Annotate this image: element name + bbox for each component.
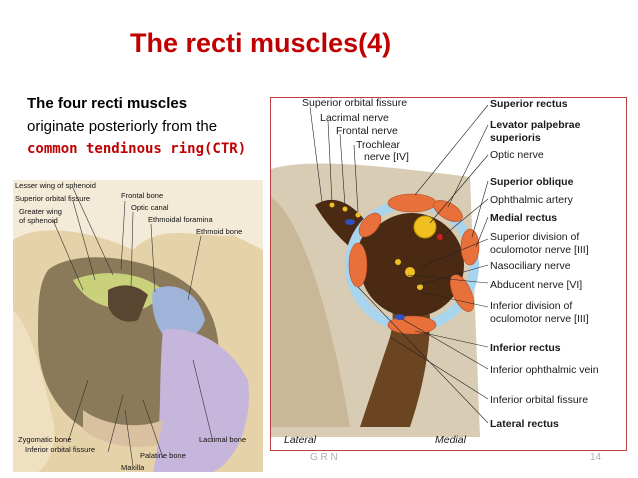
orbit-label-superior-oblique: Superior oblique [490, 176, 574, 188]
orbit-label-frontal-nerve: Frontal nerve [336, 125, 398, 137]
orbit-label-medial-side: Medial [435, 434, 467, 446]
orbit-label-superior-orbital-fissure: Superior orbital fissure [302, 97, 407, 109]
label-optic-canal: Optic canal [131, 203, 169, 212]
trochlear-nerve-dot [356, 213, 361, 218]
skull-orbit-diagram: Lesser wing of sphenoid Superior orbital… [13, 180, 263, 472]
inferior-ophthalmic-vein [395, 314, 405, 320]
orbit-label-sup-division-1: Superior division of [490, 231, 579, 243]
orbit-label-lateral-side: Lateral [284, 434, 317, 446]
label-palatine-bone: Palatine bone [140, 451, 186, 460]
label-maxilla: Maxilla [121, 463, 145, 472]
label-superior-orbital-fissure: Superior orbital fissure [15, 194, 90, 203]
label-ethmoidal-foramina: Ethmoidal foramina [148, 215, 213, 224]
orbit-label-lateral-rectus: Lateral rectus [490, 418, 559, 430]
label-lacrimal-bone: Lacrimal bone [199, 435, 246, 444]
orbit-label-ophthalmic-artery: Ophthalmic artery [490, 194, 574, 206]
orbit-label-inferior-ophthalmic-vein: Inferior ophthalmic vein [490, 364, 599, 376]
footer-page-number: 14 [590, 452, 601, 463]
footer-author: G R N [310, 452, 338, 463]
orbit-label-trochlear-2: nerve [IV] [364, 151, 409, 163]
orbit-label-lacrimal-nerve: Lacrimal nerve [320, 112, 389, 124]
orbit-label-levator-2: superioris [490, 132, 541, 144]
orbit-label-inferior-rectus: Inferior rectus [490, 342, 561, 354]
label-greater-wing-1: Greater wing [19, 207, 62, 216]
label-zygomatic-bone: Zygomatic bone [18, 435, 71, 444]
frontal-nerve-dot [343, 207, 348, 212]
orbit-label-levator-1: Levator palpebrae [490, 119, 581, 131]
orbit-label-inferior-orbital-fissure: Inferior orbital fissure [490, 394, 588, 406]
intro-line-1: The four recti muscles [27, 92, 246, 115]
lateral-rectus-muscle [349, 243, 367, 287]
orbit-label-superior-rectus: Superior rectus [490, 98, 568, 110]
label-greater-wing-2: of sphenoid [19, 216, 58, 225]
nerve-dot-3 [417, 284, 423, 290]
orbit-label-trochlear-1: Trochlear [356, 139, 400, 151]
optic-nerve-circle [414, 216, 436, 238]
intro-line-3-highlight: common tendinous ring(CTR) [27, 138, 246, 161]
orbit-apex-diagram: Superior orbital fissure Lacrimal nerve … [270, 97, 627, 451]
orbit-label-sup-division-2: oculomotor nerve [III] [490, 244, 589, 256]
label-ethmoid-bone: Ethmoid bone [196, 227, 242, 236]
orbit-label-medial-rectus: Medial rectus [490, 212, 557, 224]
slide-title: The recti muscles(4) [130, 28, 391, 59]
superior-ophthalmic-vein [345, 219, 355, 225]
lacrimal-nerve-dot [330, 203, 335, 208]
label-lesser-wing: Lesser wing of sphenoid [15, 181, 96, 190]
orbit-label-abducent: Abducent nerve [VI] [490, 279, 582, 291]
nerve-dot-2 [395, 259, 401, 265]
orbit-label-nasociliary: Nasociliary nerve [490, 260, 571, 272]
label-frontal-bone: Frontal bone [121, 191, 163, 200]
intro-text: The four recti muscles originate posteri… [27, 92, 246, 161]
superior-rectus-muscle [388, 194, 436, 212]
orbit-label-inf-division-2: oculomotor nerve [III] [490, 313, 589, 325]
intro-line-2: originate posteriorly from the [27, 115, 246, 138]
label-inferior-orbital-fissure: Inferior orbital fissure [25, 445, 95, 454]
orbit-label-inf-division-1: Inferior division of [490, 300, 572, 312]
orbit-label-optic-nerve: Optic nerve [490, 149, 544, 161]
